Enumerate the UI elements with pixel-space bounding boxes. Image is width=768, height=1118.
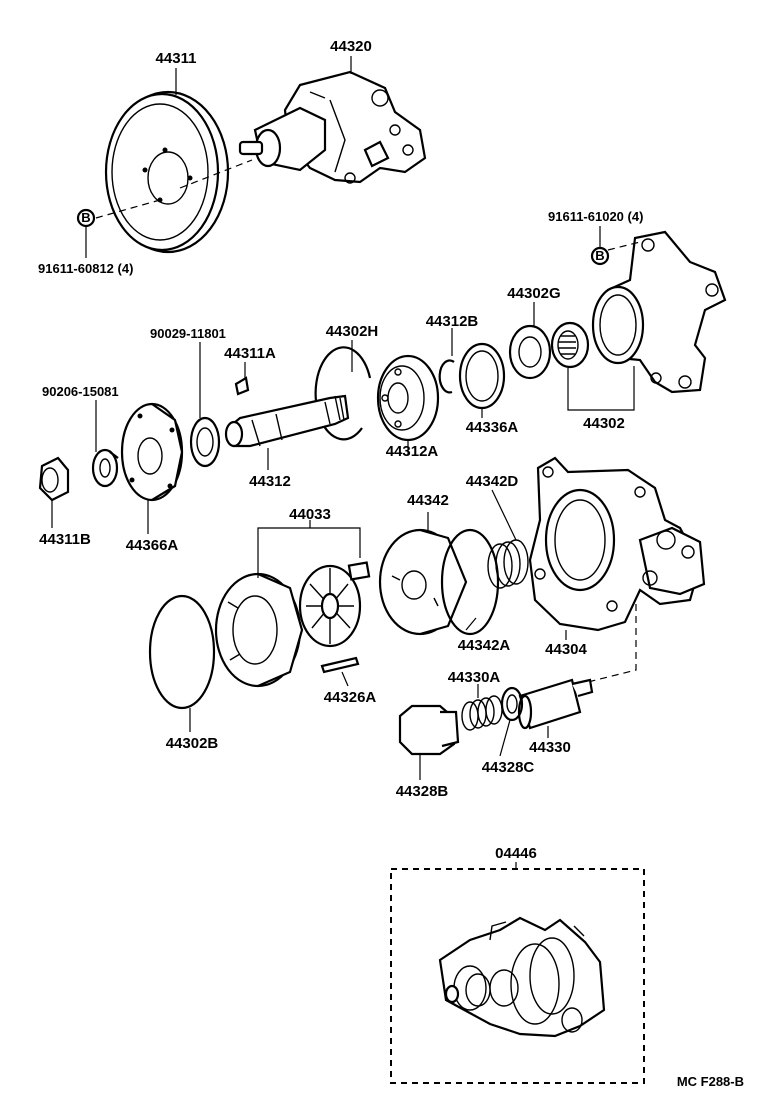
snap-ring-44312B[interactable]: [438, 359, 455, 394]
shaft-44312[interactable]: [224, 394, 350, 448]
label-91611-60812: 91611-60812 (4): [38, 261, 133, 276]
label-91611-61020: 91611-61020 (4): [548, 209, 643, 224]
bolt-marker-91611-60812: B: [76, 208, 96, 228]
needle-bearing-44302[interactable]: [550, 321, 590, 369]
flow-control-valve-44330[interactable]: [517, 678, 594, 730]
nut-44311B[interactable]: [38, 456, 70, 502]
label-90206-15081: 90206-15081: [42, 384, 119, 399]
plug-44328B[interactable]: [398, 704, 460, 756]
lock-washer-90206-15081[interactable]: [91, 448, 119, 488]
label-44312: 44312: [249, 473, 291, 490]
label-44302G: 44302G: [507, 285, 560, 302]
o-ring-44302B[interactable]: [148, 594, 216, 710]
label-44336A: 44336A: [466, 419, 519, 436]
label-44326A: 44326A: [324, 689, 377, 706]
housing-44304[interactable]: [528, 456, 706, 632]
label-44330: 44330: [529, 739, 571, 756]
label-44304: 44304: [545, 641, 587, 658]
o-ring-44328C[interactable]: [500, 686, 524, 722]
label-44342A: 44342A: [458, 637, 511, 654]
label-44311B: 44311B: [39, 531, 91, 548]
spring-44342D[interactable]: [487, 539, 529, 589]
label-44312B: 44312B: [426, 313, 479, 330]
svg-text:B: B: [81, 210, 90, 225]
label-44342D: 44342D: [466, 473, 519, 490]
washer-44336A[interactable]: [458, 342, 506, 410]
snap-ring-44302H[interactable]: [314, 346, 372, 441]
figure-code: MC F288-B: [677, 1074, 744, 1089]
o-ring-44342A[interactable]: [440, 528, 500, 636]
label-44033: 44033: [289, 506, 331, 523]
label-44302B: 44302B: [166, 735, 219, 752]
vane-44033[interactable]: [347, 561, 371, 581]
side-plate-44342[interactable]: [378, 528, 468, 636]
pin-44326A[interactable]: [320, 656, 360, 674]
pulley-44311[interactable]: [104, 90, 230, 254]
label-04446: 04446: [495, 845, 537, 862]
svg-text:B: B: [595, 248, 604, 263]
label-44320: 44320: [330, 38, 372, 55]
rotor-44033[interactable]: [298, 564, 362, 648]
label-44302: 44302: [583, 415, 625, 432]
overhaul-kit-04446[interactable]: [390, 868, 645, 1084]
cam-ring-44033[interactable]: [214, 572, 304, 688]
flange-44366A[interactable]: [120, 402, 184, 502]
washer-90029-11801[interactable]: [189, 416, 221, 468]
label-44342: 44342: [407, 492, 449, 509]
pump-assembly-44320[interactable]: [238, 70, 427, 184]
label-44328C: 44328C: [482, 759, 535, 776]
bracket-44302[interactable]: [591, 230, 727, 394]
label-44366A: 44366A: [126, 537, 179, 554]
label-44312A: 44312A: [386, 443, 439, 460]
label-44311: 44311: [156, 50, 197, 67]
oil-seal-44302G[interactable]: [508, 324, 552, 380]
bearing-44312A[interactable]: [376, 354, 440, 442]
label-44311A: 44311A: [224, 345, 276, 362]
label-44302H: 44302H: [326, 323, 379, 340]
label-44330A: 44330A: [448, 669, 501, 686]
label-44328B: 44328B: [396, 783, 449, 800]
key-44311A[interactable]: [234, 376, 250, 396]
spring-44330A[interactable]: [461, 695, 503, 731]
bolt-marker-91611-61020: B: [590, 246, 610, 266]
label-90029-11801: 90029-11801: [150, 326, 226, 341]
